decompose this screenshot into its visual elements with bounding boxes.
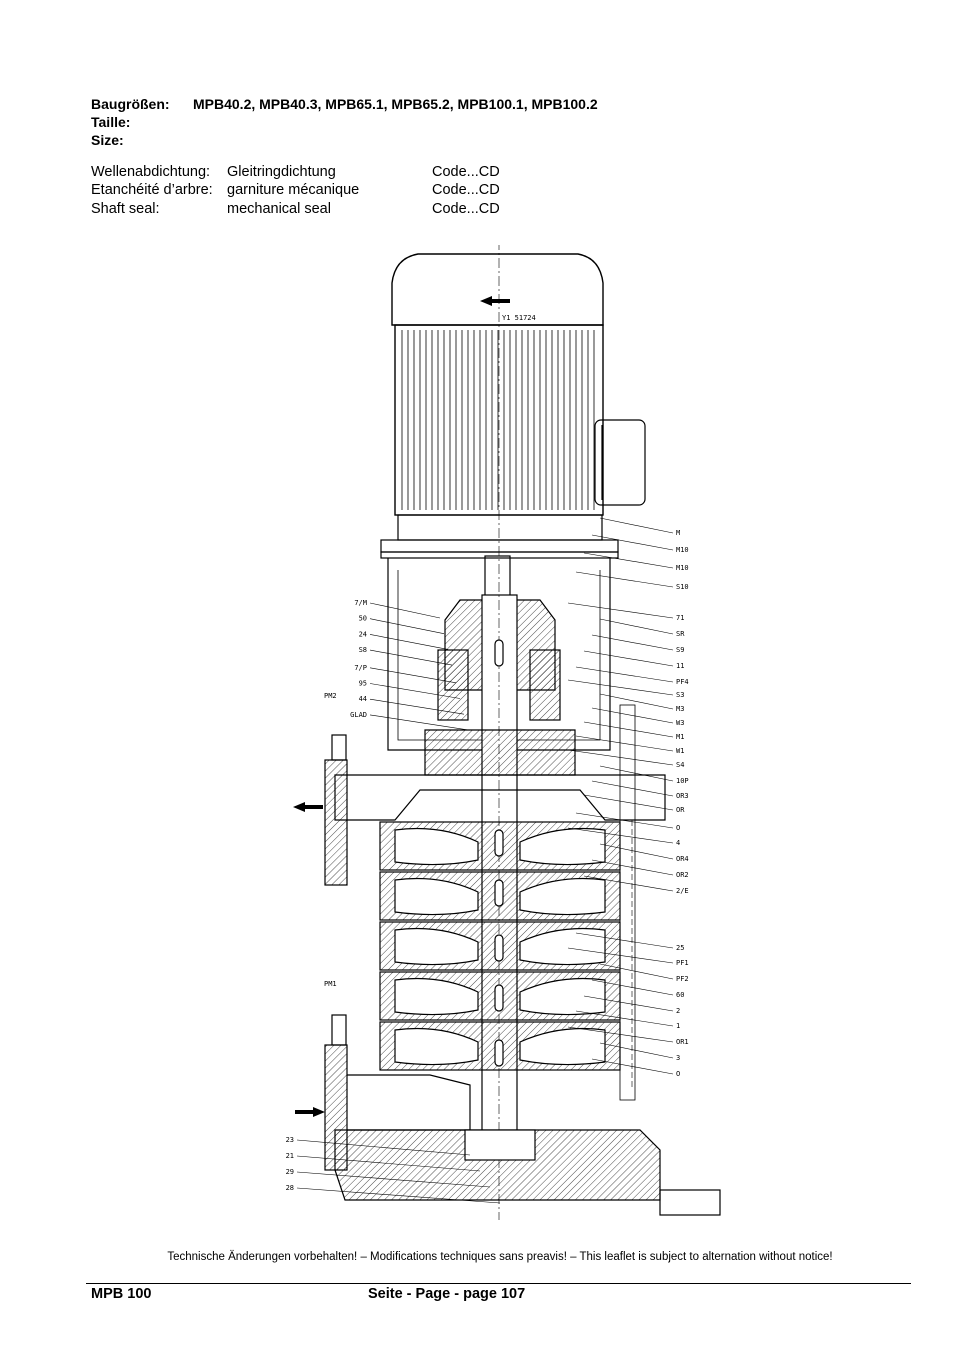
part-label: S3 [676, 691, 684, 699]
part-label: PF4 [676, 678, 689, 686]
size-label-en: Size: [91, 132, 124, 148]
footer-model: MPB 100 [91, 1286, 152, 1302]
part-label: PF1 [676, 959, 689, 967]
seal-code: Code...CD [432, 182, 500, 198]
part-label: PF2 [676, 975, 689, 983]
part-label: 24 [359, 630, 367, 638]
footer-rule [86, 1283, 911, 1284]
inlet-arrow-icon [295, 1107, 325, 1117]
part-label: 95 [359, 680, 367, 688]
part-label: S10 [676, 583, 689, 591]
seal-code: Code...CD [432, 201, 500, 217]
part-label: 29 [286, 1168, 294, 1176]
part-label: SR [676, 630, 685, 638]
pump-outline [324, 245, 721, 1220]
part-label: O [676, 824, 680, 832]
part-label: 2/E [676, 887, 689, 895]
part-label: W1 [676, 747, 684, 755]
rotation-arrow-icon [480, 296, 510, 306]
gauge-pm1-label: PM1 [324, 980, 337, 988]
part-label: OR2 [676, 871, 689, 879]
part-label: 10P [676, 777, 689, 785]
part-label: 28 [286, 1184, 294, 1192]
size-line: Baugrößen: MPB40.2, MPB40.3, MPB65.1, MPB… [91, 96, 598, 113]
part-label: M [676, 529, 680, 537]
part-labels: 7/M5024S87/P9544GLADMM10M10S1071SRS911PF… [286, 529, 689, 1192]
seal-label: Shaft seal: [91, 201, 160, 217]
gauge-pm2-label: PM2 [324, 692, 337, 700]
pump-section-drawing: Y1 51724 7/M5024S87/P9544GLADMM10M10S107… [286, 245, 721, 1220]
size-label-de: Baugrößen: [91, 96, 170, 112]
seal-label: Wellenabdichtung: [91, 164, 211, 180]
part-label: M3 [676, 705, 684, 713]
part-label: OR [676, 806, 685, 814]
footer-page: Seite - Page - page 107 [368, 1286, 526, 1302]
seal-value: Gleitringdichtung [227, 164, 336, 180]
part-label: 4 [676, 839, 680, 847]
part-label: OR1 [676, 1038, 689, 1046]
part-label: S8 [359, 646, 367, 654]
seal-value: garniture mécanique [227, 182, 360, 198]
part-label: 44 [359, 695, 367, 703]
part-label: M10 [676, 564, 689, 572]
part-label: 3 [676, 1054, 680, 1062]
part-label: 7/P [354, 664, 367, 672]
part-label: 2 [676, 1007, 680, 1015]
part-label: S4 [676, 761, 684, 769]
part-label: 25 [676, 944, 684, 952]
outlet-arrow-icon [293, 802, 323, 812]
part-label: M1 [676, 733, 684, 741]
footer-notice: Technische Änderungen vorbehalten! – Mod… [167, 1251, 833, 1263]
part-label: 21 [286, 1152, 294, 1160]
seal-label: Etanchéité d’arbre: [91, 182, 213, 198]
leader-lines [296, 517, 674, 1204]
part-label: 60 [676, 991, 684, 999]
part-label: OR4 [676, 855, 689, 863]
part-label: 50 [359, 615, 367, 623]
part-label: M10 [676, 546, 689, 554]
part-label: 7/M [354, 599, 367, 607]
part-label: 1 [676, 1022, 680, 1030]
size-value: MPB40.2, MPB40.3, MPB65.1, MPB65.2, MPB1… [193, 96, 598, 112]
seal-value: mechanical seal [227, 201, 331, 217]
part-label: 11 [676, 662, 684, 670]
seal-code: Code...CD [432, 164, 500, 180]
part-label: W3 [676, 719, 684, 727]
flow-arrows [293, 296, 510, 1117]
part-label: 71 [676, 614, 684, 622]
part-label: 23 [286, 1136, 294, 1144]
motor-reference: Y1 51724 [502, 314, 536, 322]
size-label-fr: Taille: [91, 114, 131, 130]
part-label: OR3 [676, 792, 689, 800]
part-label: S9 [676, 646, 684, 654]
part-label: O [676, 1070, 680, 1078]
part-label: GLAD [350, 711, 367, 719]
